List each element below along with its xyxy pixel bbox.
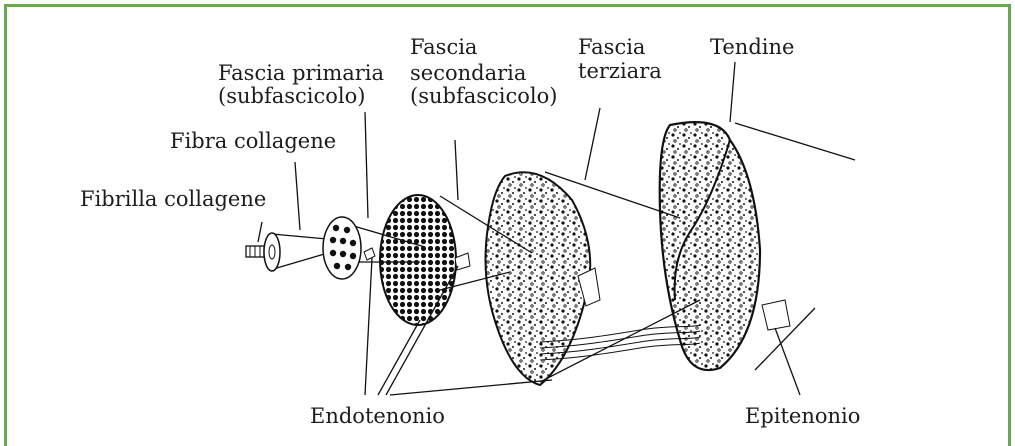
primary-fascicle-disc	[323, 217, 361, 279]
tendon-sheath-upper-line	[735, 123, 855, 160]
label-fascia-secondaria-3: (subfascicolo)	[410, 85, 557, 107]
fiber-leader	[295, 162, 300, 230]
label-fascia-primaria-1: Fascia primaria	[218, 62, 384, 84]
endotenon-leader-1	[365, 258, 372, 395]
fibril-leader	[258, 222, 262, 242]
secondary-fascicle-disc	[380, 195, 456, 325]
label-epitenonio: Epitenonio	[745, 405, 860, 427]
label-fascia-primaria-2: (subfascicolo)	[218, 85, 365, 107]
fibril-icon	[246, 246, 264, 257]
label-tendine: Tendine	[710, 36, 794, 58]
label-fascia-terziaria-2: terziara	[578, 60, 662, 82]
tertiary-fascicle-shape	[486, 172, 591, 385]
epitenon-flap	[762, 300, 790, 330]
fiber-disc	[264, 233, 280, 271]
label-fascia-secondaria-2: secondaria	[410, 62, 526, 84]
secondary-leader	[455, 140, 458, 200]
label-fibrilla-collagene: Fibrilla collagene	[80, 188, 266, 210]
label-fibra-collagene: Fibra collagene	[170, 130, 336, 152]
label-fascia-terziaria-1: Fascia	[578, 36, 645, 58]
endotenon-leader-2	[378, 320, 420, 395]
endotenon-leader-4	[390, 380, 552, 395]
tendon-leader	[730, 62, 735, 122]
epitenon-leader	[775, 328, 800, 395]
tertiary-leader	[585, 108, 600, 180]
label-endotenonio: Endotenonio	[310, 405, 445, 427]
primary-leader	[365, 112, 368, 218]
label-fascia-secondaria-1: Fascia	[410, 36, 477, 58]
primary-endotenon-flap	[364, 248, 375, 260]
